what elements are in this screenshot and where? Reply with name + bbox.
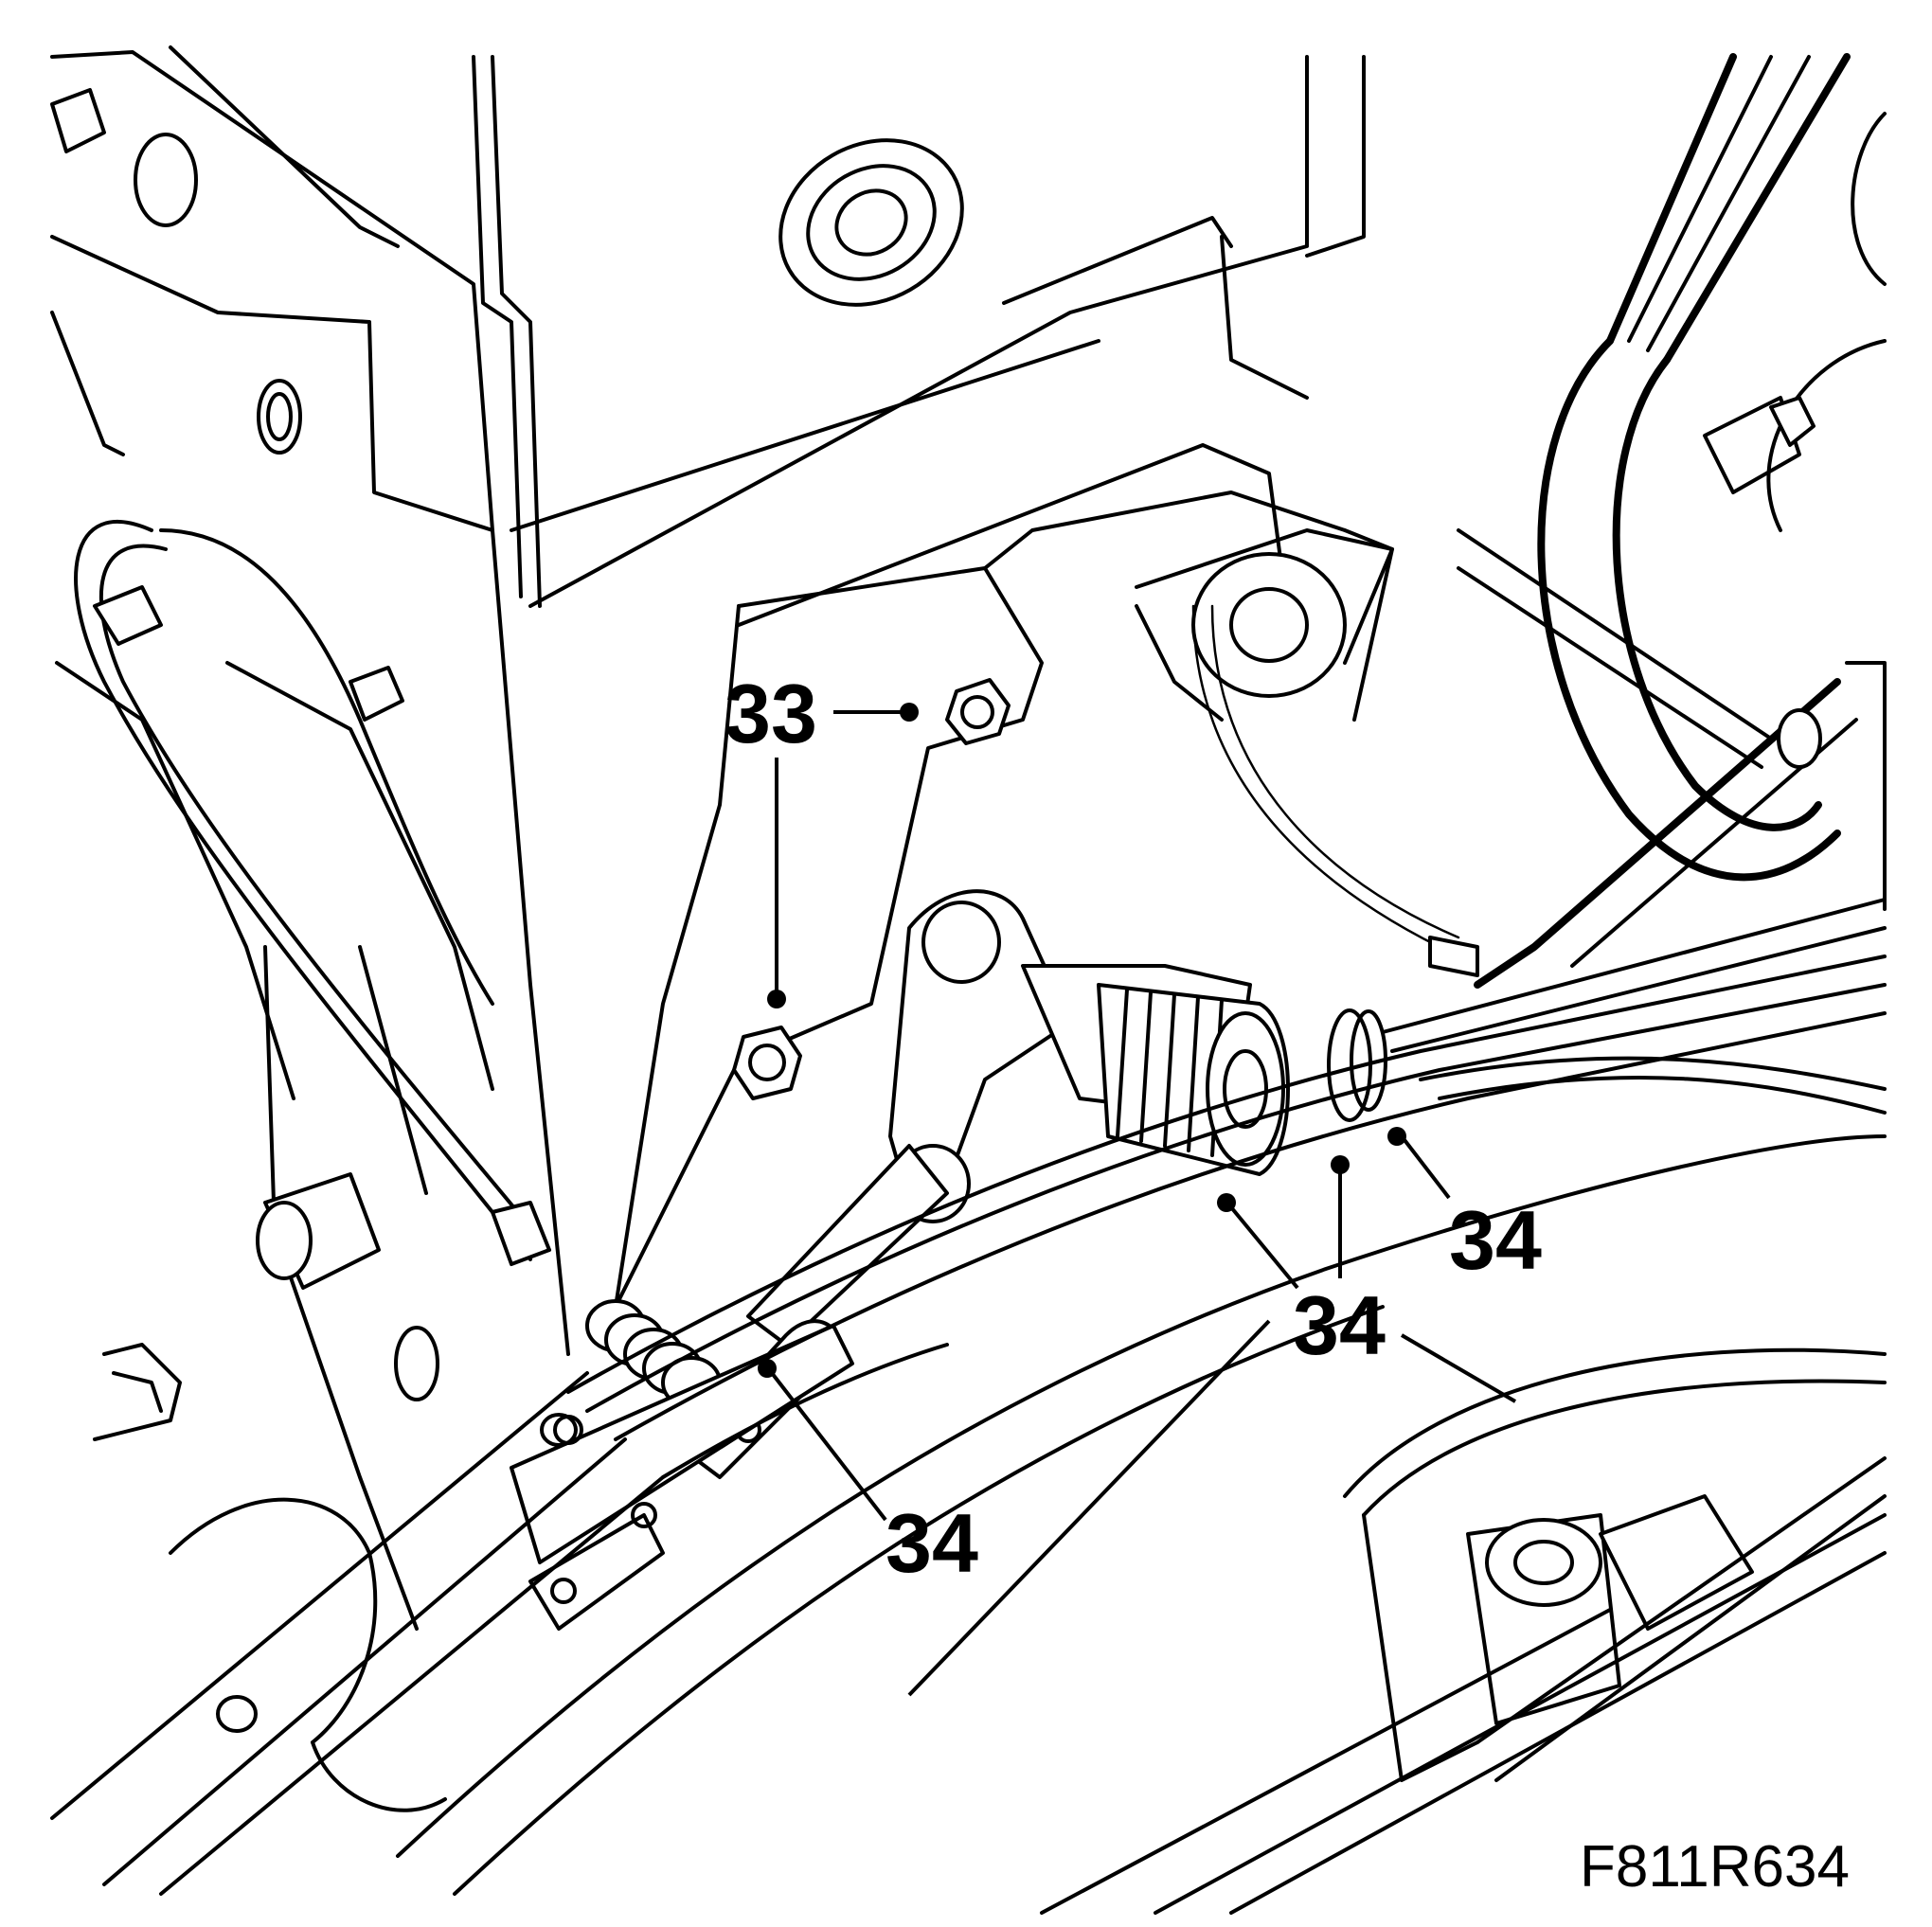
callout-leaders bbox=[758, 703, 1517, 1697]
thin-wire bbox=[1191, 604, 1479, 977]
upper-right-hoses bbox=[1457, 53, 1887, 989]
body-panel-left bbox=[50, 45, 570, 1631]
hex-nut-lower bbox=[732, 1026, 802, 1100]
shift-boot bbox=[1097, 983, 1290, 1176]
callout-33: 33 bbox=[724, 667, 817, 760]
callout-labels: 33 34 34 34 bbox=[724, 667, 1542, 1590]
lower-right-mount bbox=[1040, 1347, 1887, 1915]
callout-34-right: 34 bbox=[1449, 1193, 1542, 1287]
mounting-bracket bbox=[604, 491, 1394, 1328]
figure-code: F811R634 bbox=[1580, 1834, 1850, 1900]
hex-nut-upper bbox=[945, 678, 1011, 745]
wire-loop-left bbox=[74, 520, 551, 1266]
callout-34-lower: 34 bbox=[886, 1496, 978, 1590]
shift-linkage bbox=[510, 889, 1387, 1631]
bulkhead-upper bbox=[472, 55, 1366, 627]
callout-34-middle: 34 bbox=[1293, 1278, 1386, 1372]
frame-rail bbox=[50, 1371, 665, 1896]
